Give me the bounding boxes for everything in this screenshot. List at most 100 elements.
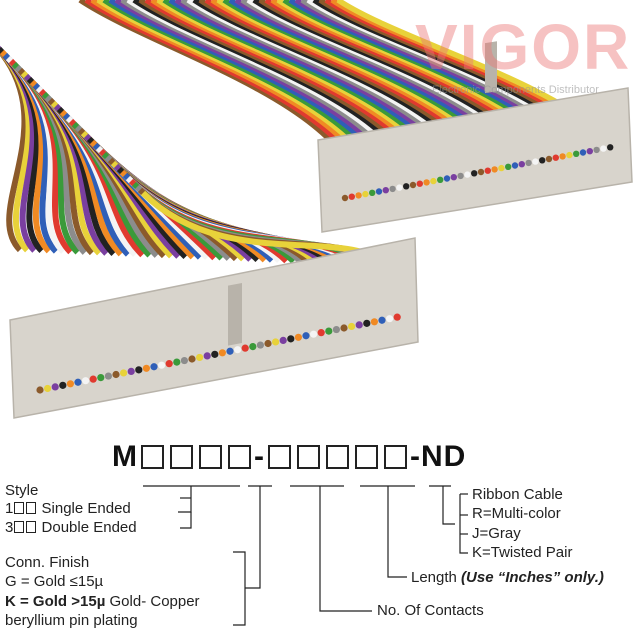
conn-finish-gold-low: G = Gold ≤15µ	[5, 573, 104, 590]
wire-end	[491, 166, 498, 173]
watermark-logo: VIGOR	[415, 11, 632, 83]
back-connector	[317, 87, 633, 233]
wire-end	[294, 333, 302, 341]
wire-end	[498, 164, 505, 172]
wire-end	[403, 183, 410, 190]
wire-end	[484, 167, 491, 174]
wire-end	[272, 338, 280, 346]
wire-end	[355, 321, 363, 329]
style-single-code: 1	[5, 500, 14, 517]
wire-end	[218, 349, 226, 357]
wire-end	[559, 153, 566, 160]
wire-end	[36, 386, 44, 394]
wire-end	[310, 330, 318, 338]
wire-end	[348, 193, 355, 200]
wire-end	[607, 144, 614, 151]
wire-end	[256, 341, 264, 349]
code-box	[228, 445, 251, 469]
wire-end	[97, 374, 105, 382]
contacts-label: No. Of Contacts	[377, 602, 484, 619]
wire-end	[279, 336, 287, 344]
watermark-tagline: Electronic Components Distributor	[432, 84, 599, 96]
wire-end	[409, 181, 417, 189]
code-box	[26, 502, 37, 514]
code-box	[26, 521, 37, 533]
wire-end	[579, 149, 587, 156]
wire-end	[287, 335, 295, 343]
length-label: Length (Use “Inches” only.)	[411, 569, 604, 587]
wire-end	[505, 163, 512, 170]
wire-end	[450, 174, 457, 181]
conn-finish-gold-high: K = Gold >15µ Gold- Copper	[5, 593, 200, 611]
wire-end	[51, 383, 59, 391]
wire-end	[135, 366, 143, 374]
wire-end	[518, 161, 525, 168]
style-double-ended: 3 Double Ended	[5, 519, 137, 537]
code-box	[355, 445, 378, 469]
wire-end	[586, 148, 593, 155]
wire-end	[211, 350, 219, 358]
wire-end	[158, 361, 166, 369]
wire-end	[74, 378, 82, 386]
wire-end	[226, 347, 234, 355]
wire-end	[386, 315, 394, 323]
wire-end	[82, 377, 90, 385]
conn-finish-heading: Conn. Finish	[5, 554, 90, 571]
wire-end	[471, 170, 478, 177]
wire-end	[382, 187, 389, 194]
wire-end	[525, 159, 532, 167]
wire-end	[44, 384, 52, 393]
ribbon-option-r: R=Multi-color	[472, 505, 561, 522]
front-connector	[9, 237, 419, 419]
wire-end	[325, 327, 333, 335]
length-text: Length	[411, 569, 462, 586]
gold-high-desc: Gold- Copper	[105, 593, 200, 610]
wire-end	[127, 367, 135, 375]
wire-end	[532, 158, 539, 165]
wire-end	[332, 325, 340, 334]
wire-end	[443, 175, 451, 182]
connector-latch	[228, 282, 242, 346]
code-box	[384, 445, 407, 469]
wire-end	[188, 355, 196, 363]
wire-end	[264, 339, 272, 348]
wire-end	[355, 192, 362, 199]
wire-end	[234, 346, 242, 354]
wire-end	[430, 177, 437, 185]
wire-end	[375, 188, 383, 195]
wire-end	[196, 353, 204, 362]
code-box	[14, 521, 25, 533]
ribbon-option-k: K=Twisted Pair	[472, 544, 573, 561]
wire-end	[150, 363, 158, 371]
code-box	[170, 445, 193, 469]
wire-end	[423, 179, 430, 186]
code-box	[268, 445, 291, 469]
wire-end	[396, 184, 403, 191]
wire-end	[378, 316, 386, 324]
wire-end	[249, 343, 257, 351]
code-box	[141, 445, 164, 469]
wire-end	[600, 145, 607, 152]
code-box	[297, 445, 320, 469]
wire-end	[464, 171, 471, 178]
wire-end	[165, 360, 173, 368]
wire-end	[593, 146, 600, 154]
style-double-label: Double Ended	[41, 519, 137, 536]
wire-end	[370, 318, 378, 326]
wire-end	[341, 194, 349, 202]
part-number-prefix: M	[112, 440, 138, 473]
wire-end	[89, 375, 97, 383]
wire-end	[180, 356, 188, 365]
wire-end	[317, 329, 325, 337]
wire-end	[203, 352, 211, 360]
ribbon-option-j: J=Gray	[472, 525, 521, 542]
connector-latch	[485, 41, 497, 94]
wire-end	[362, 190, 369, 198]
wire-end	[104, 372, 112, 380]
code-box	[199, 445, 222, 469]
wire-end	[348, 322, 356, 331]
wire-end	[363, 319, 371, 327]
wire-end	[552, 154, 559, 161]
wire-end	[142, 364, 150, 372]
